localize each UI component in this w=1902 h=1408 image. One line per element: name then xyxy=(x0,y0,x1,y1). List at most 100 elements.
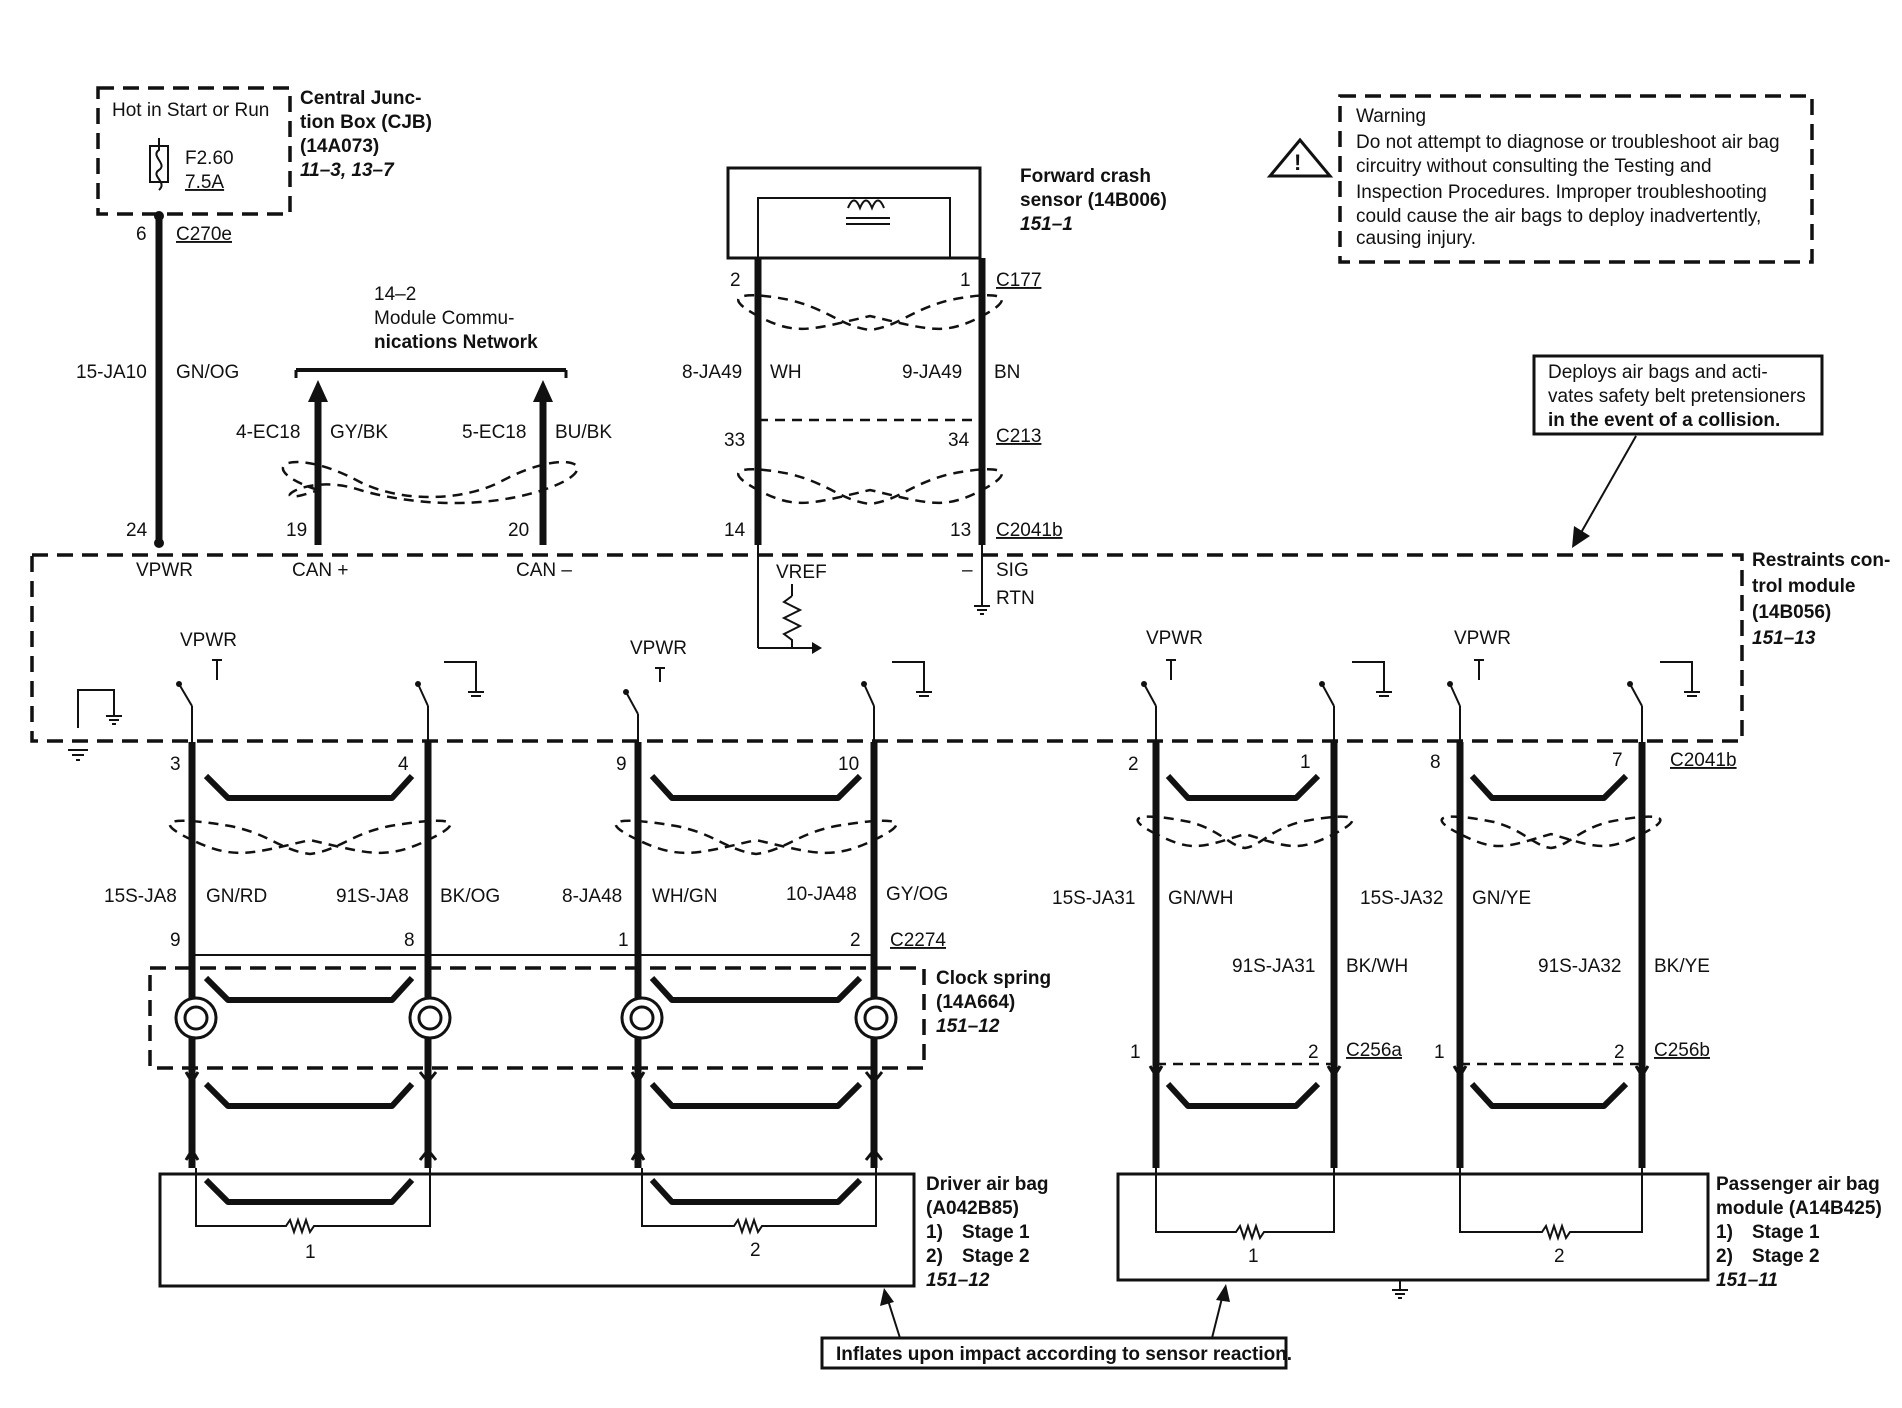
clock-spring-coil-icon xyxy=(854,996,898,1040)
rcm-title-line2: trol module xyxy=(1752,576,1855,597)
shorting-bar-icon xyxy=(649,1081,863,1109)
rcm-pin-2: 2 xyxy=(1128,754,1139,775)
vpwr-label: VPWR xyxy=(136,560,193,581)
shorting-bar-icon xyxy=(649,773,863,801)
shorting-bar-icon xyxy=(649,1177,863,1205)
shorting-bar-icon xyxy=(203,1081,415,1109)
passenger-airbag-title-line2: module (A14B425) xyxy=(1716,1198,1882,1219)
driver-circuit-b: 91S-JA8 xyxy=(336,886,409,907)
sensor-title-line1: Forward crash xyxy=(1020,166,1151,187)
rcm-pin-3: 3 xyxy=(170,754,181,775)
vref-resistor-icon xyxy=(757,545,822,654)
rcm-title-line1: Restraints con- xyxy=(1752,550,1890,571)
can-ref: 14–2 xyxy=(374,284,416,305)
passenger-airbag-title: Passenger air bag xyxy=(1716,1174,1880,1195)
switch-icon-3 xyxy=(623,667,665,742)
rtn-label: RTN xyxy=(996,588,1035,609)
fuse-icon xyxy=(149,138,169,191)
vpwr-label-2: VPWR xyxy=(630,638,687,659)
vpwr-label-3: VPWR xyxy=(1146,628,1203,649)
driver-color-c: WH/GN xyxy=(652,886,717,907)
passenger-stage1-number: 1) xyxy=(1716,1222,1733,1243)
cs-pin-8: 8 xyxy=(404,930,415,951)
power-wire-color: GN/OG xyxy=(176,362,239,383)
rcm-pin-1: 1 xyxy=(1300,752,1311,773)
vref-label: VREF xyxy=(776,562,827,583)
rcm-reference: 151–13 xyxy=(1752,628,1816,649)
passenger-circuit-b: 91S-JA31 xyxy=(1232,956,1315,977)
sensor-pin-bottom-left: 14 xyxy=(724,520,746,541)
warning-line-4: could cause the air bags to deploy inadv… xyxy=(1356,206,1761,227)
cs-pin-2: 2 xyxy=(850,930,861,951)
power-circuit: 15-JA10 xyxy=(76,362,147,383)
sig-minus-label: – xyxy=(962,560,973,581)
sensor-circuit-right: 9-JA49 xyxy=(902,362,962,383)
sensor-connector-bottom: C2041b xyxy=(996,520,1063,541)
sensor-pin-mid-right: 34 xyxy=(948,430,970,451)
deploy-line-3: in the event of a collision. xyxy=(1548,410,1780,431)
sensor-pin-mid-left: 33 xyxy=(724,430,745,451)
warning-title: Warning xyxy=(1356,106,1426,127)
deploy-pointer xyxy=(1577,435,1637,539)
switch-icon-8 xyxy=(1627,661,1700,742)
driver-circuit-c: 8-JA48 xyxy=(562,886,622,907)
c256a-connector: C256a xyxy=(1346,1040,1402,1061)
rcm-pin-7: 7 xyxy=(1612,750,1623,771)
vpwr-label-4: VPWR xyxy=(1454,628,1511,649)
cjb-hot-label: Hot in Start or Run xyxy=(112,100,269,121)
can-plus-color: GY/BK xyxy=(330,422,388,443)
sensor-pin-right: 1 xyxy=(960,270,971,291)
switch-icon-5 xyxy=(1141,659,1176,742)
passenger-circuit-c: 15S-JA32 xyxy=(1360,888,1443,909)
driver-stage1: Stage 1 xyxy=(962,1222,1030,1243)
c256b-pin-2: 2 xyxy=(1614,1042,1625,1063)
can-plus-pin: 19 xyxy=(286,520,307,541)
can-network-line2: nications Network xyxy=(374,332,538,353)
rcm-enclosure xyxy=(30,553,1744,743)
inflate-arrow-left-icon xyxy=(880,1288,894,1306)
sensor-connector-mid: C213 xyxy=(996,426,1041,447)
clock-spring-coil-icon xyxy=(620,996,664,1040)
rcm-pin-10: 10 xyxy=(838,754,859,775)
can-minus-color: BU/BK xyxy=(555,422,612,443)
passenger-squib-1: 1 xyxy=(1248,1246,1259,1267)
cjb-title-line2: tion Box (CJB) xyxy=(300,112,432,133)
clock-spring-coil-icon xyxy=(408,996,452,1040)
passenger-stage2: Stage 2 xyxy=(1752,1246,1820,1267)
deploy-line-1: Deploys air bags and acti- xyxy=(1548,362,1768,383)
shorting-bar-icon xyxy=(203,975,415,1003)
cs-pin-1: 1 xyxy=(618,930,629,951)
warning-box xyxy=(1338,94,1814,264)
vpwr-label-1: VPWR xyxy=(180,630,237,651)
can-bus: 14–2 Module Commu- nications Network 4-E… xyxy=(236,284,612,581)
central-junction-box: Hot in Start or Run F2.60 7.5A Central J… xyxy=(96,86,432,216)
warning-note: ! Warning Do not attempt to diagnose or … xyxy=(1266,94,1814,264)
fuse-id: F2.60 xyxy=(185,148,234,169)
restraints-control-module: Restraints con- trol module (14B056) 151… xyxy=(30,550,1890,771)
passenger-circuit-a: 15S-JA31 xyxy=(1052,888,1135,909)
sensor-connector-top: C177 xyxy=(996,270,1041,291)
switch-icon-2 xyxy=(415,661,484,742)
forward-crash-sensor: Forward crash sensor (14B006) 151–1 2 1 … xyxy=(682,166,1167,654)
driver-circuit-d: 10-JA48 xyxy=(786,884,857,905)
sensor-circuit-left: 8-JA49 xyxy=(682,362,742,383)
driver-twisted-pair-2-icon xyxy=(614,819,898,856)
cjb-title-line1: Central Junc- xyxy=(300,88,421,109)
can-minus-pin: 20 xyxy=(508,520,529,541)
shorting-bar-icon xyxy=(1165,773,1321,801)
can-plus-circuit: 4-EC18 xyxy=(236,422,300,443)
cjb-enclosure xyxy=(96,86,292,216)
rtn-ground-icon xyxy=(974,545,990,615)
can-minus-circuit: 5-EC18 xyxy=(462,422,526,443)
can-minus-label: CAN – xyxy=(516,560,572,581)
warning-exclamation-icon: ! xyxy=(1294,150,1301,175)
driver-airbag: 1 2 Driver air bag (A042B85) 1) Stage 1 … xyxy=(158,1168,1049,1291)
driver-stage2: Stage 2 xyxy=(962,1246,1030,1267)
can-plus-arrow-icon xyxy=(308,380,328,402)
driver-circuits: 3 4 9 10 15S-JA8 GN/RD 91S-JA8 BK/OG 8-J… xyxy=(104,742,948,1168)
clock-spring-coil-icon xyxy=(174,996,218,1040)
passenger-squib-1-icon xyxy=(1155,1168,1335,1242)
passenger-squib-2-icon xyxy=(1459,1168,1643,1242)
switch-icon-4 xyxy=(861,661,932,742)
can-minus-arrow-icon xyxy=(533,380,553,402)
